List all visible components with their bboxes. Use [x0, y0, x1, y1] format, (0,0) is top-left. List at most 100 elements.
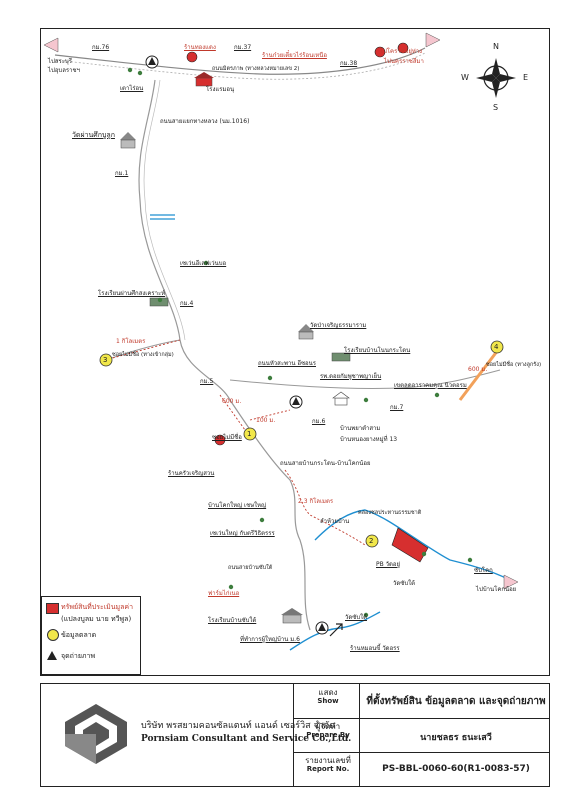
temple-icon — [120, 132, 136, 149]
company-name-en: Pornsiam Consultant and Service Co.,Ltd. — [141, 734, 352, 744]
label-soi-right: ซอยไม่มีชื่อ (ทางลูกรัง) — [486, 362, 542, 368]
label-school3: เซเว่นใหญ่ กับตรีวิธิตรรร — [210, 530, 275, 537]
label-to-korat2: ไปโคราชอยู่ห่าง — [380, 48, 423, 55]
label-km5: กม.5 — [200, 378, 214, 385]
river-upper — [314, 509, 511, 581]
label-dist-600-right: 600 ม. — [468, 366, 488, 373]
label-stream: คลองชลประทานธรรมชาติ — [358, 510, 422, 516]
label-dist-23km: 2.3 กิโลเมตร — [298, 498, 334, 505]
label-km37: กม.37 — [234, 44, 252, 51]
junction-icon — [329, 623, 343, 637]
label-road-lower: ถนนสายบ้านซับใต้ — [228, 565, 273, 571]
report-value: PS-BBL-0060-60(R1-0083-57) — [382, 764, 530, 774]
label-house-red: ฟาร์มไก่เนอ — [208, 590, 240, 597]
label-village2: บ้านหนองยางหมู่ที่ 13 — [340, 436, 398, 443]
compass-rose — [476, 58, 516, 98]
label-to-saraburi: ไปสระบุรี — [48, 58, 72, 65]
arrow-right-icon — [425, 32, 441, 48]
compass-e: E — [523, 73, 529, 82]
label-km6: กม.6 — [312, 418, 326, 425]
company-name-th: บริษัท พรสยามคอนซัลแตนท์ แอนด์ เซอร์วิส … — [141, 721, 336, 731]
report-heading: รายงานเลขที่Report No. — [305, 756, 351, 773]
label-dist-100: 100 ม. — [256, 417, 276, 424]
subject-property-parcel — [391, 527, 429, 563]
label-km1: กม.1 — [115, 170, 129, 177]
label-community: รพ.ดอยกัมพูชาพญาเย็น — [320, 373, 382, 380]
road-east — [229, 369, 501, 389]
label-school4: ซับโคก — [474, 567, 493, 574]
market-pin-3-label: 3 — [103, 356, 108, 364]
title-divider — [293, 752, 549, 753]
legend-market: ข้อมูลตลาด — [61, 631, 97, 639]
label-temple3: วัดซับใต้ — [393, 580, 415, 587]
house-icon — [281, 608, 303, 624]
label-road-main: ถนนสายบ้านกระโดน-บ้านโคกน้อย — [280, 460, 371, 467]
legend-subject-owner: (แปลงบูลม นาย ทวีพูล) — [61, 615, 132, 623]
label-to-korat: ไปนครราชสีมา — [384, 58, 424, 65]
compass-w: W — [461, 73, 469, 82]
label-school-top: ร้านก๋วยเตี๋ยวไร่ร้อนเหนือ — [262, 52, 327, 59]
label-river: ลำห้วยบ้าน — [320, 518, 350, 525]
distance-line-600 — [219, 394, 246, 431]
company-logo-icon — [65, 704, 127, 764]
show-value: ที่ตั้งทรัพย์สิน ข้อมูลตลาด และจุดถ่ายภา… — [366, 696, 546, 707]
map-legend: ทรัพย์สินที่ประเมินมูลค่า (แปลงบูลม นาย … — [41, 596, 141, 675]
legend-photo: จุดถ่ายภาพ — [61, 652, 96, 660]
river-lower — [289, 611, 381, 651]
label-shop-red: ร้านครัวเจริญสวน — [168, 470, 215, 477]
label-temple4: วัดซับใต้ — [345, 614, 367, 621]
bridge-icon — [150, 214, 175, 220]
house-icon — [194, 72, 214, 87]
market-pin-1-label: 1 — [247, 430, 252, 438]
label-temple: วัดผ่านศึกบูลูก — [72, 131, 115, 139]
market-pin-1-icon — [243, 427, 257, 441]
distance-line-23km — [284, 469, 366, 546]
legend-subject: ทรัพย์สินที่ประเมินมูลค่า — [61, 603, 134, 611]
label-market: เซเว่นอีเลฟเว่นบอ — [180, 260, 227, 267]
label-to-lopburi: ไปอุบลราชฯ — [48, 67, 80, 74]
title-block: บริษัท พรสยามคอนซัลแตนท์ แอนด์ เซอร์วิส … — [40, 683, 550, 787]
label-km38: กม.38 — [340, 60, 358, 67]
map-frame — [40, 28, 550, 676]
road-1016 — [138, 79, 311, 631]
label-to-right: ไปบ้านโคกน้อย — [476, 586, 517, 593]
label-km7: กม.7 — [390, 404, 404, 411]
shop-marker-icon — [397, 42, 409, 54]
label-village3: บ้านโคกใหญ่ เชษใหญ่ — [208, 502, 267, 509]
school-icon — [331, 352, 351, 362]
temple-icon — [298, 324, 314, 340]
label-village4: ที่ทำการผู้ใหญ่บ้าน ม.6 — [240, 636, 300, 643]
subject-property-swatch — [46, 603, 59, 614]
label-highway: ถนนมิตรภาพ (ทางหลวงหมายเลข 2) — [212, 66, 300, 72]
tree-icon — [127, 67, 473, 618]
photo-point-icon — [315, 621, 329, 635]
shop-marker-icon — [374, 46, 386, 58]
distance-line-100 — [249, 409, 291, 421]
label-soi-left: ซอยไม่มีชื่อ (ทางเข้ากลุ่ม) — [112, 352, 174, 358]
label-house-road: ถนนหัวสะพาน อีซอนร — [258, 360, 316, 367]
title-divider — [359, 684, 360, 786]
label-dist-1km: 1 กิโลเมตร — [116, 338, 146, 345]
label-km4: กม.4 — [180, 300, 194, 307]
title-divider — [293, 684, 294, 786]
arrow-right-lower-icon — [503, 574, 519, 590]
label-km76: กม.76 — [92, 44, 110, 51]
road-laterite — [458, 349, 500, 401]
title-divider — [293, 718, 549, 719]
label-school5: โรงเรียนบ้านซับใต้ — [208, 617, 257, 624]
prepare-value: นายชลธร ธนะเสวี — [420, 733, 492, 743]
photo-point-icon — [145, 55, 159, 69]
label-village: บ้านพยาตำสาม — [340, 425, 381, 432]
market-data-swatch — [47, 629, 59, 641]
compass-s: S — [493, 103, 499, 112]
distance-line-1km — [104, 339, 181, 361]
market-pin-4-label: 4 — [494, 343, 499, 351]
label-hut-top: เตาไร่อน — [120, 85, 144, 92]
highway-mittraphap — [54, 47, 426, 75]
label-road-zone: เขตลดอาราคมคุณ นิวตอรม — [394, 382, 467, 389]
arrow-left-icon — [43, 37, 59, 53]
photo-point-swatch-icon — [47, 651, 57, 660]
